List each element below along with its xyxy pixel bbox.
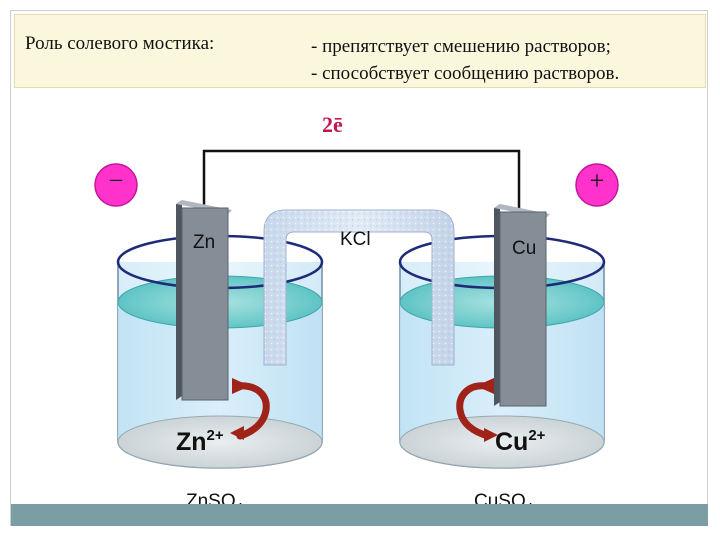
anode-sign: – xyxy=(110,166,122,192)
zinc-electrode-label: Zn xyxy=(193,232,216,253)
zinc-ion-symbol: Zn xyxy=(176,428,207,456)
salt-bridge xyxy=(263,209,455,366)
header-points: - препятствует смешению растворов; - спо… xyxy=(311,33,619,87)
electron-flow-label: 2ē xyxy=(322,112,343,137)
footer-bar xyxy=(11,504,708,526)
copper-ion-symbol: Cu xyxy=(495,428,529,456)
copper-electrode-label: Cu xyxy=(512,238,537,259)
cathode-terminal xyxy=(575,163,619,207)
header-box: Роль солевого мостика: - препятствует см… xyxy=(14,14,706,88)
zinc-electrode xyxy=(176,200,232,401)
header-label: Роль солевого мостика: xyxy=(25,33,215,54)
copper-ion-charge: 2+ xyxy=(528,427,546,444)
anode-terminal xyxy=(94,163,138,207)
zinc-ion-label: Zn2+ xyxy=(176,427,224,457)
header-point-2: - способствует сообщению растворов. xyxy=(311,63,620,84)
copper-deposition-arrow-icon xyxy=(456,378,498,442)
zinc-dissolution-arrow-icon xyxy=(230,378,270,440)
header-point-1: - препятствует смешению растворов; xyxy=(311,36,611,57)
copper-electrode xyxy=(494,204,550,407)
salt-bridge-label: KCl xyxy=(340,229,371,250)
zinc-ion-charge: 2+ xyxy=(206,427,224,444)
copper-ion-label: Cu2+ xyxy=(495,427,545,457)
cathode-sign: + xyxy=(589,166,605,195)
external-wire xyxy=(202,149,521,212)
